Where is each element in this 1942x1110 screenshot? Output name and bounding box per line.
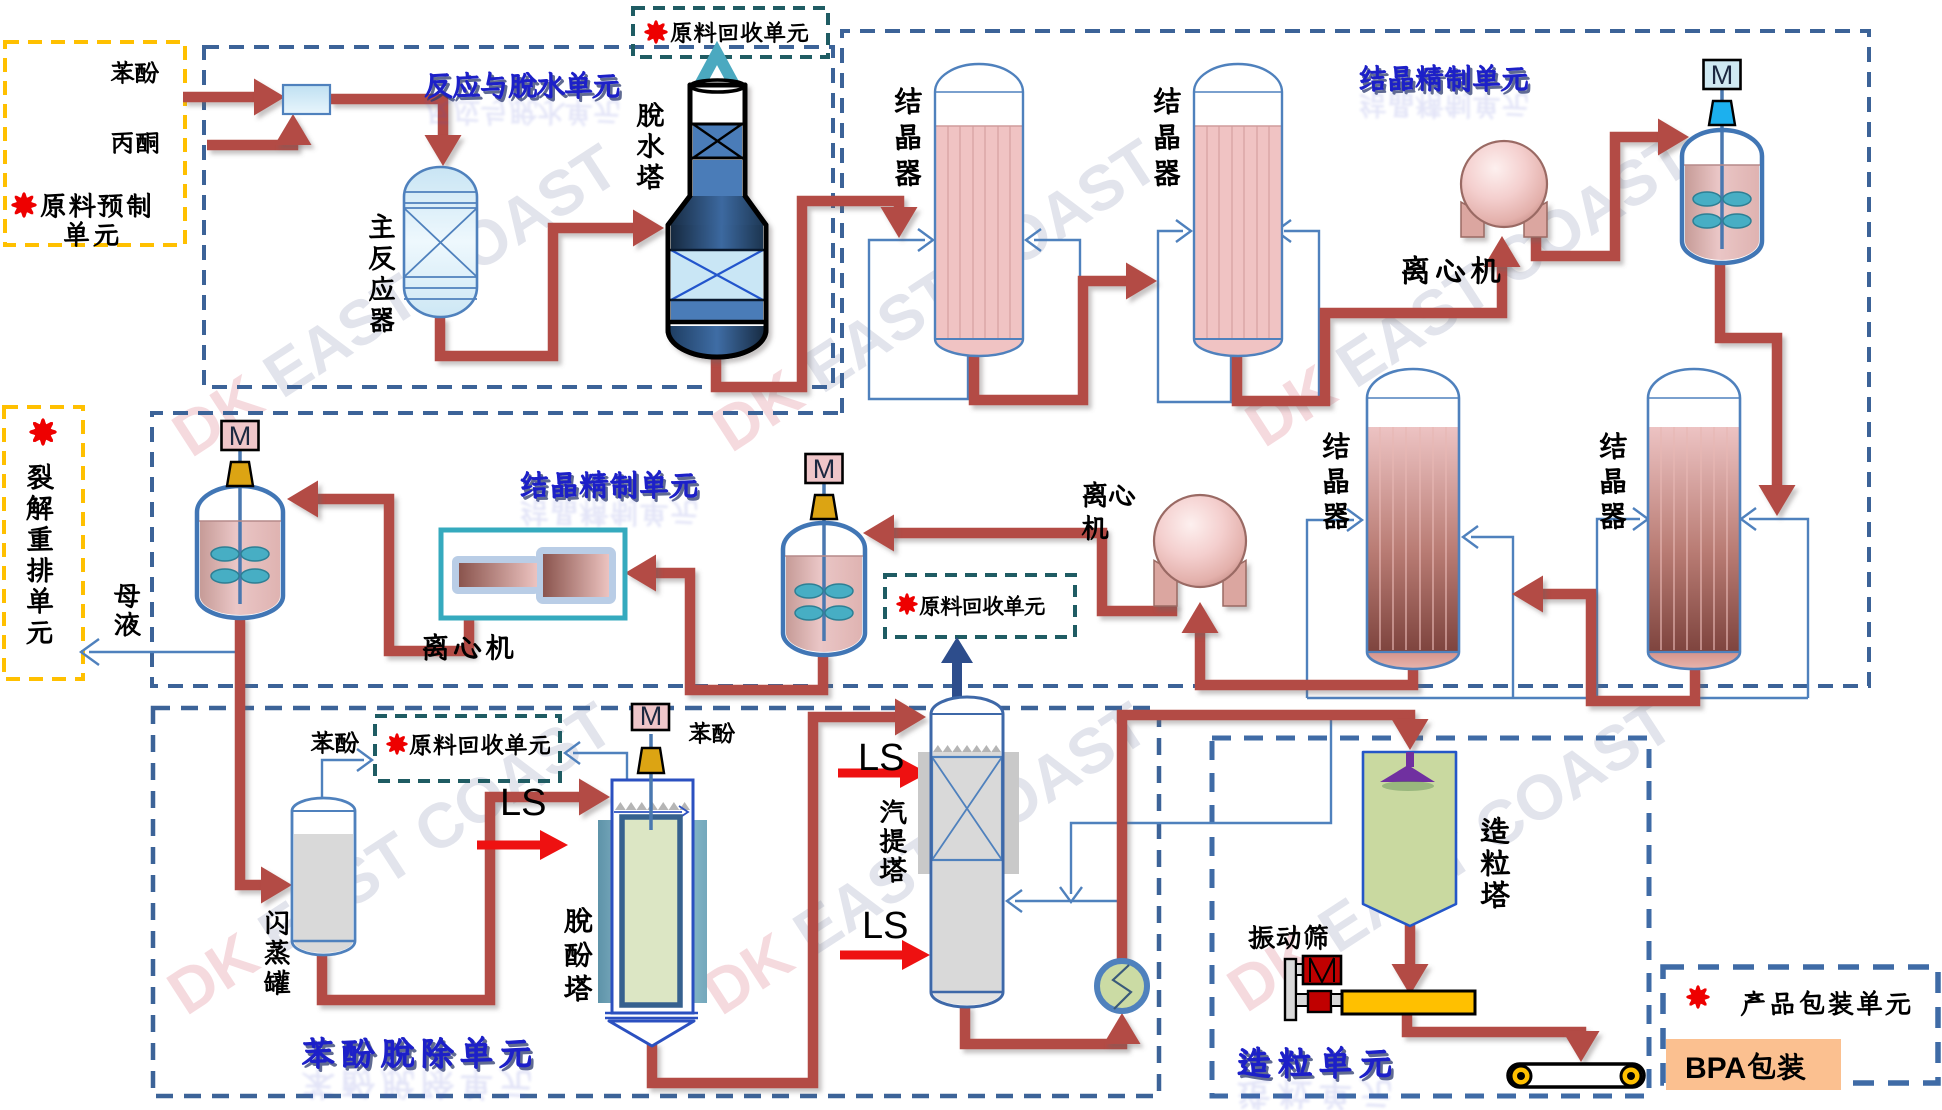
svg-text:LS: LS — [500, 782, 546, 824]
svg-text:M: M — [1711, 60, 1734, 90]
svg-text:M: M — [813, 454, 836, 484]
svg-text:DK EAST COAST: DK EAST COAST — [161, 131, 631, 470]
svg-text:BPA: BPA — [1685, 1052, 1746, 1085]
svg-text:LS: LS — [858, 737, 904, 779]
svg-text:M: M — [640, 701, 663, 731]
svg-text:LS: LS — [862, 905, 908, 947]
svg-text:M: M — [229, 421, 252, 451]
